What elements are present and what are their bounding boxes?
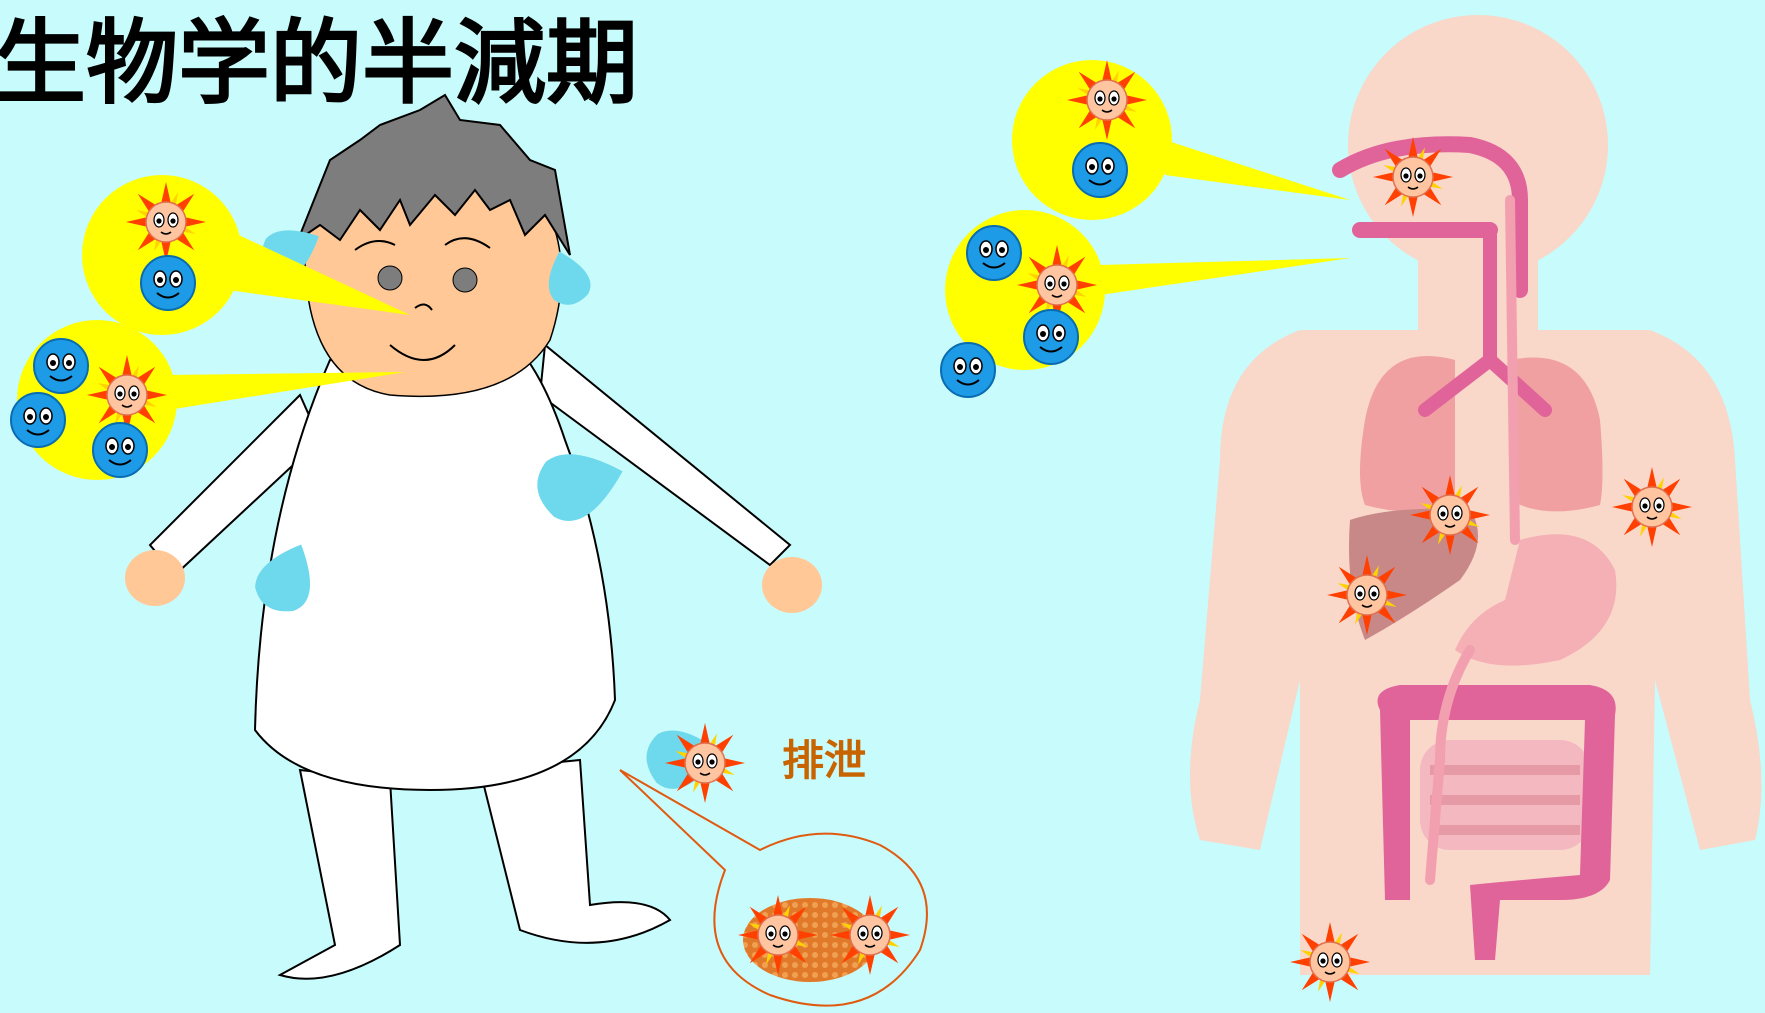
radioactive-particle-icon (1067, 60, 1147, 140)
page-title: 生物学的半減期 (0, 14, 638, 114)
radioactive-particle-icon (1612, 467, 1692, 547)
stable-particle-icon (967, 226, 1021, 280)
stable-particle-icon (11, 393, 65, 447)
stable-particle-icon (941, 343, 995, 397)
stable-particle-icon (93, 423, 147, 477)
radioactive-particle-icon (1410, 475, 1490, 555)
stable-particle-icon (1073, 143, 1127, 197)
radioactive-particle-icon (126, 182, 206, 262)
excretion-label: 排泄 (782, 736, 866, 786)
radioactive-particle-icon (738, 895, 818, 975)
stable-particle-icon (141, 256, 195, 310)
radioactive-particle-icon (1373, 137, 1453, 217)
inhaled-particles-bubble-right-upper (1012, 60, 1350, 220)
radioactive-particle-icon (830, 895, 910, 975)
small-intestine (1420, 740, 1590, 850)
radioactive-particle-icon (665, 723, 745, 803)
excretion-callout (620, 770, 927, 1006)
stable-particle-icon (1024, 310, 1078, 364)
stable-particle-icon (34, 339, 88, 393)
radioactive-particle-icon (1290, 922, 1370, 1002)
radioactive-particle-icon (1327, 555, 1407, 635)
